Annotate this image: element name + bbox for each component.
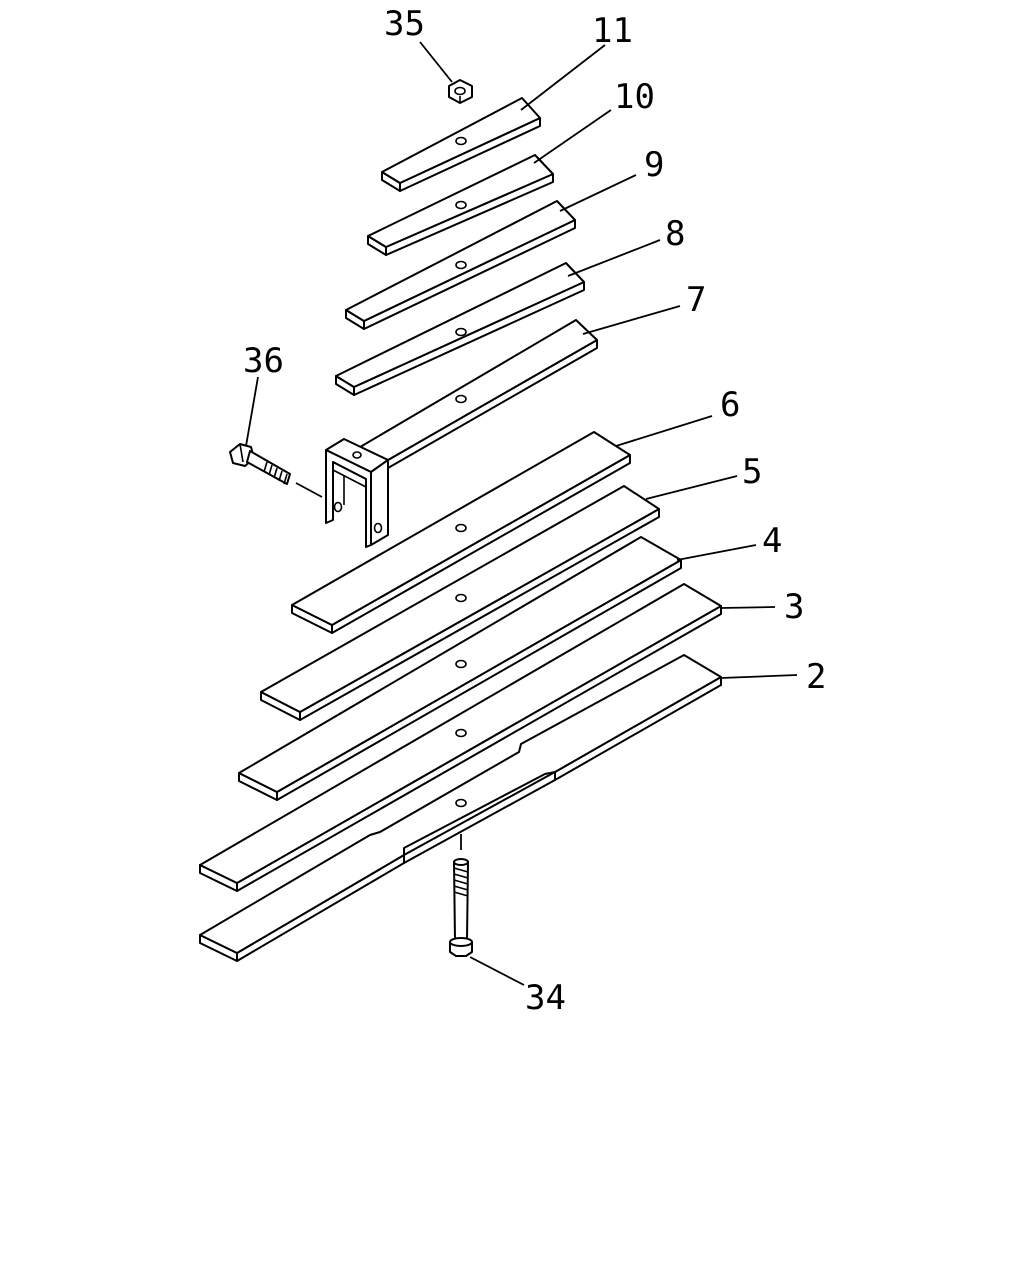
callout-4: 4 <box>762 521 782 561</box>
leaf-11 <box>381 97 541 192</box>
callout-8: 8 <box>665 214 685 254</box>
bracket-bolt <box>229 443 323 498</box>
leaf-2 <box>199 654 722 962</box>
leaf-9 <box>345 200 576 330</box>
spring-eye-bracket <box>325 438 389 548</box>
leaf-3 <box>199 583 722 892</box>
leaf-8 <box>335 262 585 396</box>
callout-9: 9 <box>644 145 664 185</box>
callout-35: 35 <box>384 4 425 44</box>
leader-lines <box>245 41 798 986</box>
leaf-6 <box>291 431 631 634</box>
callout-10: 10 <box>614 77 655 117</box>
callout-3: 3 <box>784 587 804 627</box>
center-bolt <box>449 834 473 957</box>
callout-6: 6 <box>720 385 740 425</box>
callout-34: 34 <box>525 978 566 1018</box>
leaf-5 <box>260 485 660 721</box>
callout-7: 7 <box>686 280 706 320</box>
callout-11: 11 <box>592 11 633 51</box>
callout-2: 2 <box>806 657 826 697</box>
leaf-10 <box>367 154 554 256</box>
callout-5: 5 <box>742 452 762 492</box>
leaf-7 <box>354 319 598 469</box>
callout-36: 36 <box>243 341 284 381</box>
nut <box>448 79 473 104</box>
